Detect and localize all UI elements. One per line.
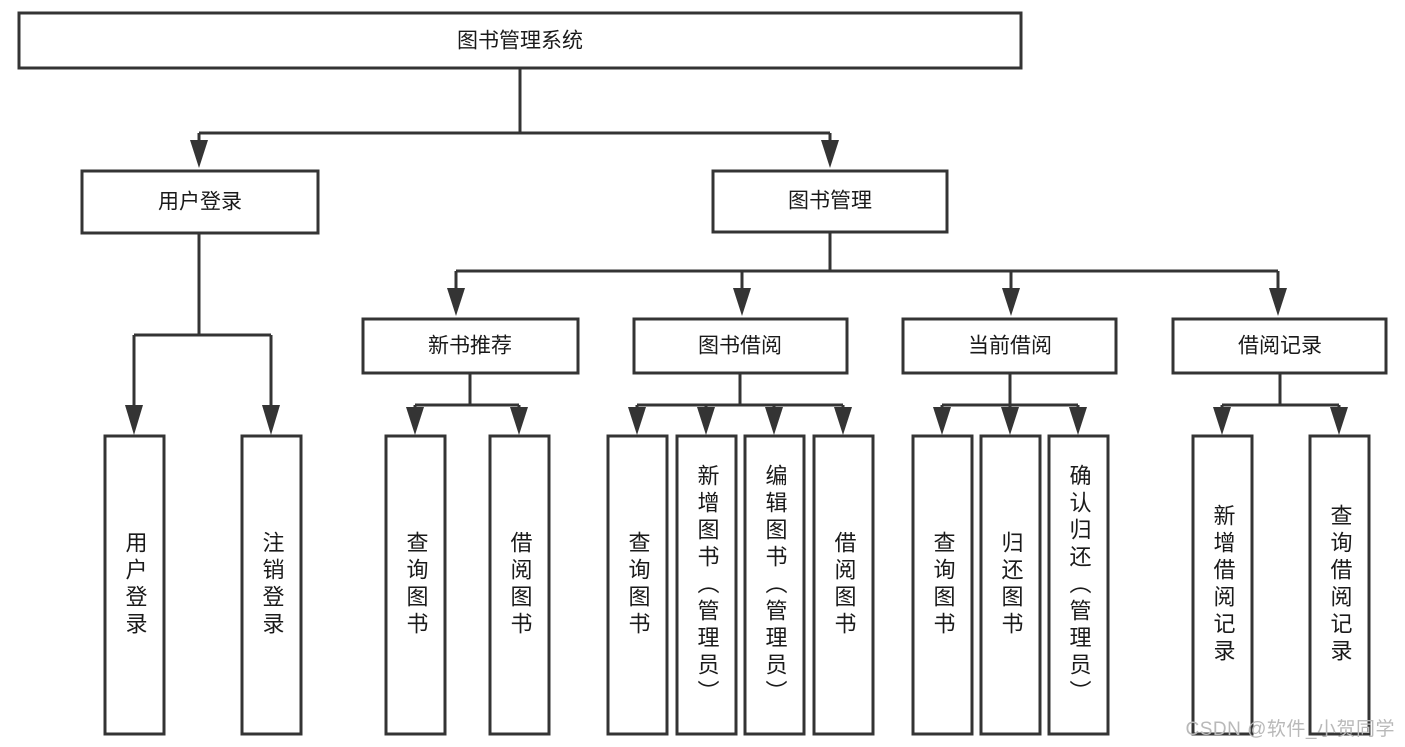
leaf-box-borrow-book-2[interactable] (812, 434, 875, 736)
node-current-borrow[interactable]: 当前借阅 (901, 317, 1118, 375)
arrow-to-leaf-logout-login (262, 405, 280, 435)
leaf-box-return-book[interactable] (979, 434, 1042, 736)
connectors-book-manage-subtree (447, 232, 1287, 316)
arrow-to-leaf-query-borrow-record (1330, 407, 1348, 435)
arrow-to-leaf-borrow-book-2 (834, 407, 852, 435)
connectors-current-borrow-leaves (933, 373, 1087, 435)
leaf-box-add-book-admin[interactable] (675, 434, 738, 736)
leaf-box-confirm-return-admin[interactable] (1047, 434, 1110, 736)
arrow-to-leaf-confirm-return-admin (1069, 407, 1087, 435)
leaf-boxes (103, 434, 1371, 736)
arrow-to-leaf-add-borrow-record (1213, 407, 1231, 435)
node-root-label: 图书管理系统 (457, 30, 583, 53)
csdn-watermark: CSDN @软件_小贺同学 (1185, 719, 1395, 740)
node-borrow-record-box[interactable] (1171, 317, 1388, 375)
leaf-box-add-borrow-record[interactable] (1191, 434, 1254, 736)
node-book-manage-label: 图书管理 (788, 190, 872, 213)
arrow-to-leaf-borrow-book-1 (510, 407, 528, 435)
leaf-box-borrow-book-1[interactable] (488, 434, 551, 736)
node-user-login[interactable]: 用户登录 (80, 169, 320, 235)
connectors-root-level2 (190, 68, 839, 168)
arrow-to-current-borrow (1002, 288, 1020, 316)
leaf-box-query-book-3[interactable] (911, 434, 974, 736)
arrow-to-leaf-query-book-2 (628, 407, 646, 435)
leaf-box-user-login[interactable] (103, 434, 166, 736)
node-borrow-record[interactable]: 借阅记录 (1171, 317, 1388, 375)
node-user-login-label: 用户登录 (158, 191, 242, 214)
node-current-borrow-label: 当前借阅 (968, 335, 1052, 358)
arrow-root-to-user-login (190, 140, 208, 168)
leaf-box-query-borrow-record[interactable] (1308, 434, 1371, 736)
leaf-box-query-book-1[interactable] (384, 434, 447, 736)
arrow-to-leaf-user-login (125, 405, 143, 435)
arrow-to-leaf-return-book (1001, 407, 1019, 435)
node-book-borrow-box[interactable] (632, 317, 849, 375)
arrow-to-borrow-record (1269, 288, 1287, 316)
node-borrow-record-label: 借阅记录 (1238, 335, 1322, 358)
node-root-box[interactable] (17, 11, 1023, 70)
node-book-manage-box[interactable] (711, 169, 949, 234)
node-new-book-recommend-label: 新书推荐 (428, 335, 512, 358)
connectors-user-login-subtree (125, 233, 280, 435)
arrow-to-leaf-edit-book-admin (765, 407, 783, 435)
arrow-to-leaf-query-book-1 (406, 407, 424, 435)
node-root[interactable]: 图书管理系统 (17, 11, 1023, 70)
connectors-new-book-recommend-leaves (406, 373, 528, 435)
node-current-borrow-box[interactable] (901, 317, 1118, 375)
node-new-book-recommend[interactable]: 新书推荐 (361, 317, 580, 375)
arrow-to-leaf-query-book-3 (933, 407, 951, 435)
leaf-box-logout-login[interactable] (240, 434, 303, 736)
arrow-to-leaf-add-book-admin (697, 407, 715, 435)
node-user-login-box[interactable] (80, 169, 320, 235)
node-new-book-recommend-box[interactable] (361, 317, 580, 375)
node-book-borrow[interactable]: 图书借阅 (632, 317, 849, 375)
connectors-book-borrow-leaves (628, 373, 852, 435)
arrow-to-book-borrow (733, 288, 751, 316)
arrow-to-new-book-recommend (447, 288, 465, 316)
arrow-root-to-book-manage (821, 140, 839, 168)
leaf-box-edit-book-admin[interactable] (743, 434, 806, 736)
leaf-box-query-book-2[interactable] (606, 434, 669, 736)
connectors-borrow-record-leaves (1213, 373, 1348, 435)
node-book-manage[interactable]: 图书管理 (711, 169, 949, 234)
node-book-borrow-label: 图书借阅 (698, 335, 782, 358)
